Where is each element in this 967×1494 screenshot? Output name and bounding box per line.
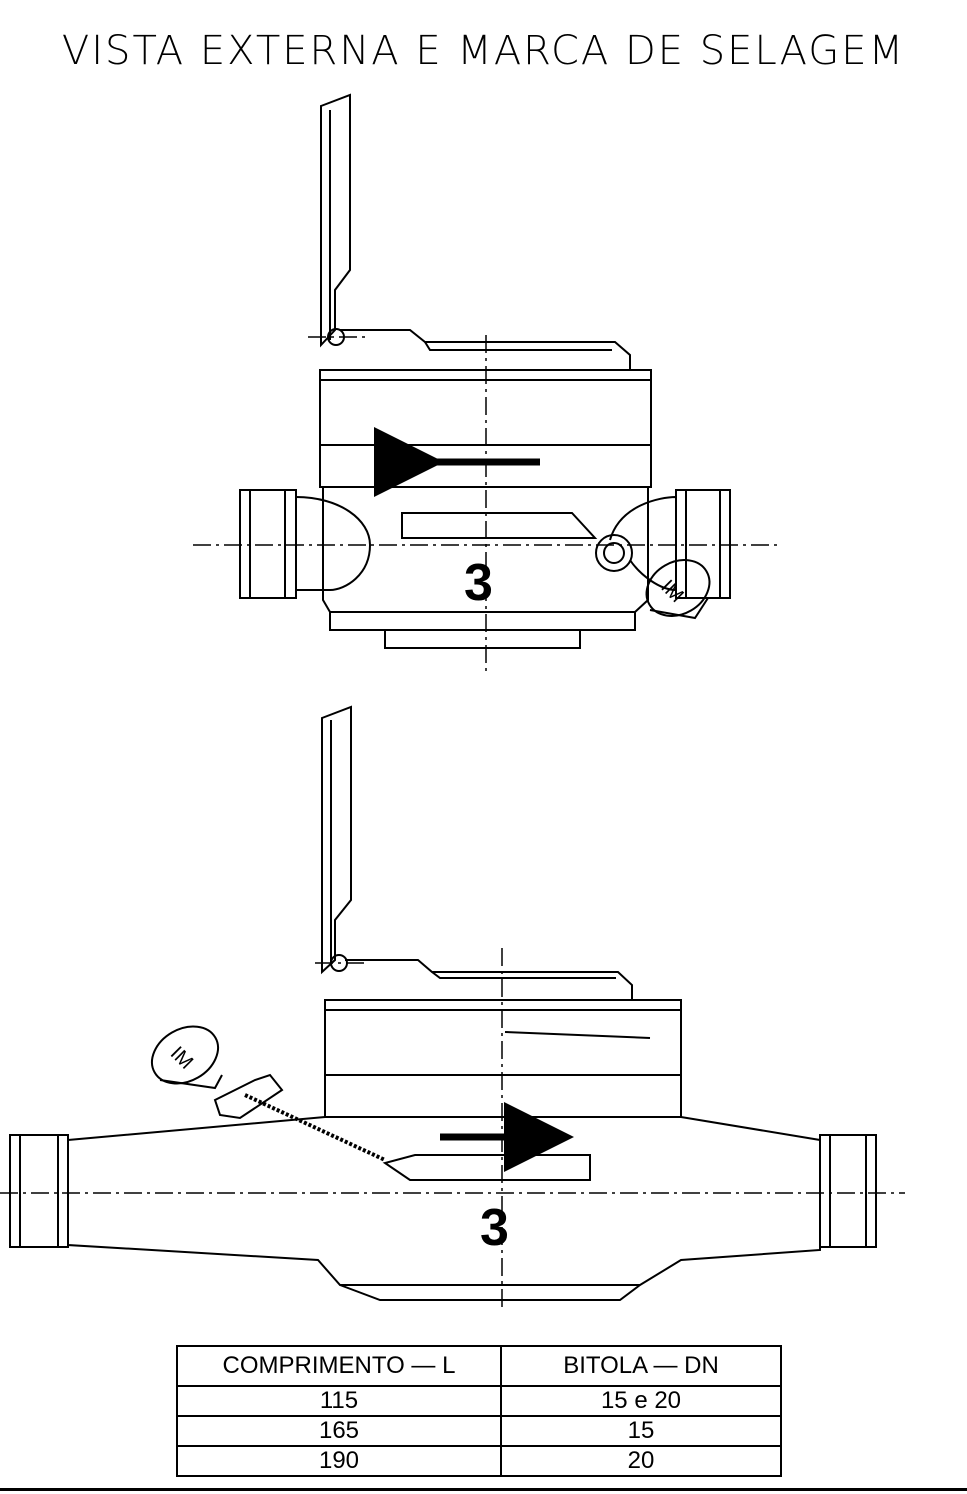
top-left-nut	[239, 489, 297, 599]
top-seal-ring	[595, 534, 633, 572]
top-cover-lid	[320, 93, 351, 348]
bottom-digit: 3	[480, 1199, 509, 1257]
table-header-row: COMPRIMENTO — L BITOLA — DN	[176, 1345, 782, 1387]
header-comprimento: COMPRIMENTO — L	[176, 1345, 502, 1387]
table-row: 115 15 e 20	[176, 1385, 782, 1417]
bottom-centerlines	[0, 948, 905, 1312]
top-right-nut	[675, 489, 731, 599]
table-row: 165 15	[176, 1415, 782, 1447]
page-title: VISTA EXTERNA E MARCA DE SELAGEM	[61, 28, 906, 74]
top-centerlines	[193, 335, 780, 672]
bottom-left-nut	[9, 1134, 69, 1248]
table-row: 190 20	[176, 1445, 782, 1477]
table-cell: 165	[176, 1415, 502, 1447]
bottom-right-nut	[819, 1134, 877, 1248]
bottom-cover-lid	[321, 705, 352, 975]
bottom-seal-text: IM	[166, 1042, 197, 1073]
table-cell: 15 e 20	[500, 1385, 782, 1417]
bottom-view-meter	[9, 705, 877, 1301]
dimensions-table: COMPRIMENTO — L BITOLA — DN 115 15 e 20 …	[176, 1345, 782, 1477]
top-digit: 3	[464, 554, 493, 612]
table-cell: 190	[176, 1445, 502, 1477]
top-seal-text: IM	[656, 576, 687, 607]
header-bitola: BITOLA — DN	[500, 1345, 782, 1387]
table-cell: 15	[500, 1415, 782, 1447]
bottom-seal	[151, 1025, 219, 1085]
bottom-seal-clip	[213, 1073, 284, 1120]
table-cell: 115	[176, 1385, 502, 1417]
table-cell: 20	[500, 1445, 782, 1477]
bottom-border-line	[0, 1488, 967, 1491]
bottom-seal-wire	[244, 1093, 386, 1162]
top-seal	[645, 559, 711, 617]
